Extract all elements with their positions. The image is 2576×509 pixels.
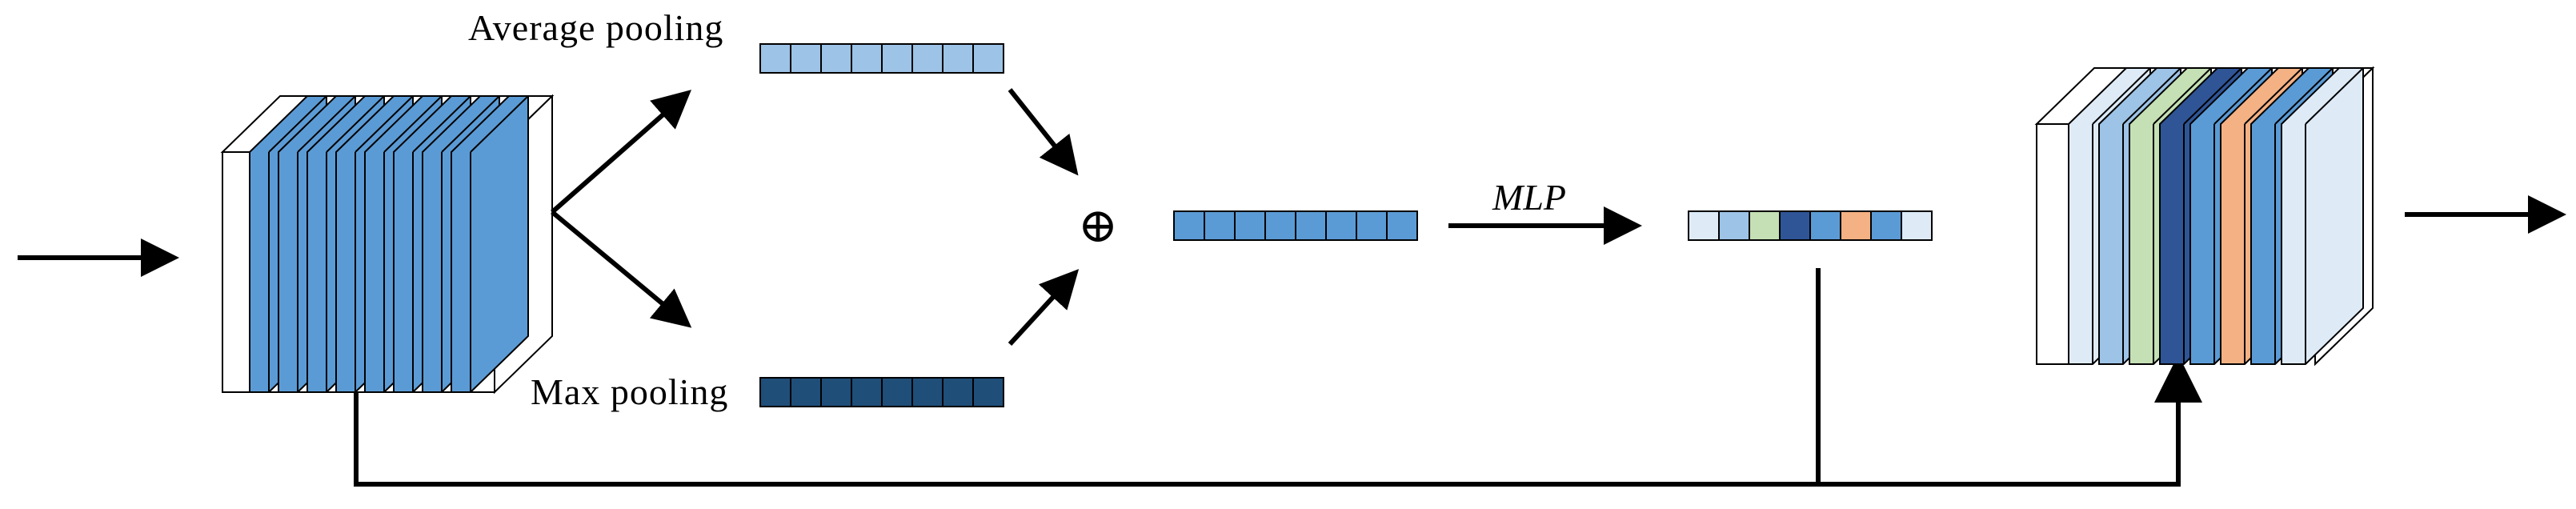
sum-vector-cell xyxy=(1204,210,1236,241)
weight-vector-cell xyxy=(1688,210,1720,241)
weight-vector-cell xyxy=(1870,210,1902,241)
max-vector-cell xyxy=(820,377,852,407)
weight-vector-cell xyxy=(1840,210,1872,241)
mlp-label: MLP xyxy=(1492,177,1566,218)
max-pooling-vector xyxy=(759,377,1004,407)
average-pooling-label: Average pooling xyxy=(468,7,723,48)
max-pooling-label: Max pooling xyxy=(531,371,728,412)
avg-vector-cell xyxy=(851,43,883,74)
element-wise-sum-symbol: ⊕ xyxy=(1078,199,1118,252)
output-slice xyxy=(2281,67,2364,365)
weight-vector-cell xyxy=(1809,210,1841,241)
output-channel-slices xyxy=(2034,66,2375,367)
max-vector-cell xyxy=(790,377,822,407)
avg-vector-cell xyxy=(759,43,791,74)
sum-vector-cell xyxy=(1234,210,1266,241)
avg-vector-cell xyxy=(911,43,943,74)
input-slice xyxy=(451,95,529,393)
max-vector-cell xyxy=(942,377,974,407)
input-feature-map xyxy=(220,94,555,395)
arrow-to-max-pooling xyxy=(551,210,692,328)
average-pooling-vector xyxy=(759,43,1004,74)
avg-vector-cell xyxy=(881,43,913,74)
sum-vector-cell xyxy=(1264,210,1296,241)
arrow-max-to-sum xyxy=(1008,269,1080,347)
weight-vector-cell xyxy=(1749,210,1781,241)
max-vector-cell xyxy=(851,377,883,407)
max-vector-cell xyxy=(911,377,943,407)
weight-vector-cell xyxy=(1718,210,1750,241)
weight-vector-cell xyxy=(1901,210,1933,241)
arrow-to-average-pooling xyxy=(551,90,692,214)
arrow-avg-to-sum xyxy=(1008,88,1079,176)
max-vector-cell xyxy=(881,377,913,407)
sum-vector-cell xyxy=(1295,210,1327,241)
sum-vector-cell xyxy=(1173,210,1205,241)
channel-weight-vector xyxy=(1688,210,1933,241)
sum-vector-cell xyxy=(1325,210,1357,241)
sum-vector-cell xyxy=(1386,210,1418,241)
skip-connection-line xyxy=(354,392,1818,487)
input-channel-slices xyxy=(249,95,529,393)
summed-vector xyxy=(1173,210,1418,241)
max-vector-cell xyxy=(972,377,1004,407)
arrow-to-output xyxy=(1818,355,2202,487)
max-vector-cell xyxy=(759,377,791,407)
sum-vector-cell xyxy=(1356,210,1388,241)
avg-vector-cell xyxy=(790,43,822,74)
output-feature-map xyxy=(2034,66,2375,367)
weight-vector-cell xyxy=(1779,210,1811,241)
avg-vector-cell xyxy=(820,43,852,74)
avg-vector-cell xyxy=(942,43,974,74)
avg-vector-cell xyxy=(972,43,1004,74)
